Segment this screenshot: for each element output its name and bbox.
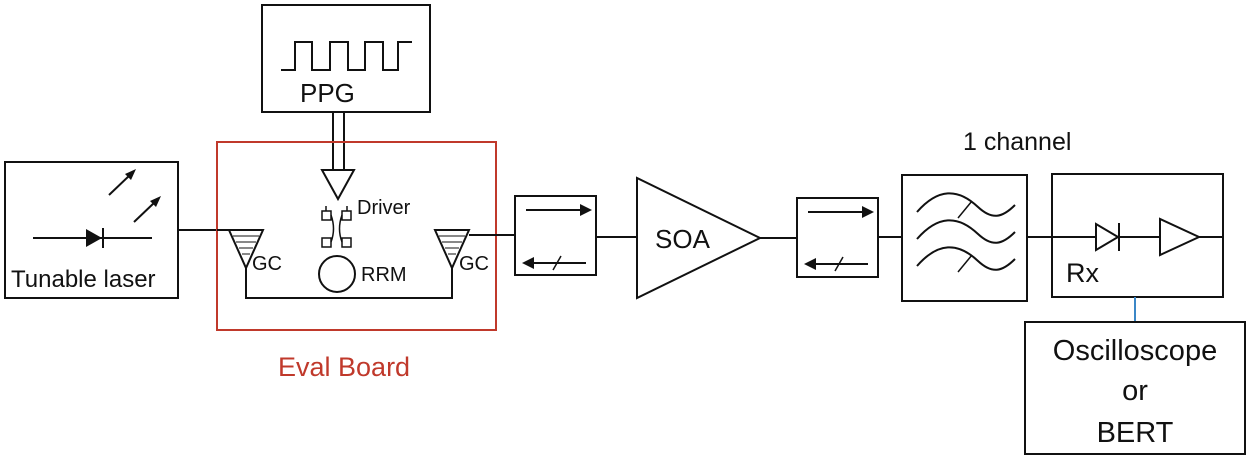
filter-block: 1 channel: [901, 128, 1071, 302]
isolator-arrows-icon: [522, 204, 592, 271]
scope-label-line3: BERT: [1097, 417, 1174, 449]
driver-amplifier-icon: [320, 169, 356, 202]
filter-box: [901, 174, 1028, 302]
ring-modulator-icon: [318, 255, 356, 293]
scope-label-line2: or: [1122, 375, 1148, 407]
tia-amplifier-icon: [1159, 217, 1202, 257]
ppg-label: PPG: [300, 78, 355, 108]
tunable-laser-box: [4, 161, 179, 299]
rf-pads: [321, 206, 352, 248]
scope-box: [1024, 321, 1246, 455]
scope-label-line1: Oscilloscope: [1053, 335, 1217, 367]
soa-block: SOA: [636, 176, 763, 300]
tunable-laser-block: Tunable laser: [4, 161, 179, 299]
isolator-arrows-icon: [804, 206, 874, 272]
channel-label: 1 channel: [963, 128, 1071, 156]
soa-label: SOA: [655, 224, 711, 254]
rx-label: Rx: [1066, 258, 1099, 288]
rrm-label: RRM: [361, 264, 407, 286]
gc-right-label: GC: [459, 253, 489, 275]
driver-label: Driver: [357, 197, 411, 219]
ppg-box: [261, 4, 431, 113]
eval-board-label: Eval Board: [278, 352, 410, 382]
ppg-block: PPG: [261, 4, 431, 113]
tunable-laser-label: Tunable laser: [11, 266, 156, 293]
grating-coupler-icon: [433, 229, 471, 271]
soa-amplifier-icon: [636, 176, 763, 300]
filter-waves-icon: [916, 192, 1016, 273]
isolator-2: [796, 197, 879, 278]
emission-arrows-icon: [108, 169, 161, 223]
photodiode-icon: [1095, 222, 1120, 252]
gc-left-label: GC: [252, 253, 282, 275]
laser-diode-icon: [33, 228, 152, 248]
eval-board: Eval Board GC GC Driver: [216, 141, 497, 382]
scope-block: Oscilloscope or BERT: [1024, 321, 1246, 455]
square-wave-icon: [281, 41, 412, 71]
rx-block: Rx: [1051, 173, 1224, 298]
isolator-1: [514, 195, 597, 276]
bus-waveguide: [245, 268, 453, 299]
grating-coupler-icon: [227, 229, 265, 271]
